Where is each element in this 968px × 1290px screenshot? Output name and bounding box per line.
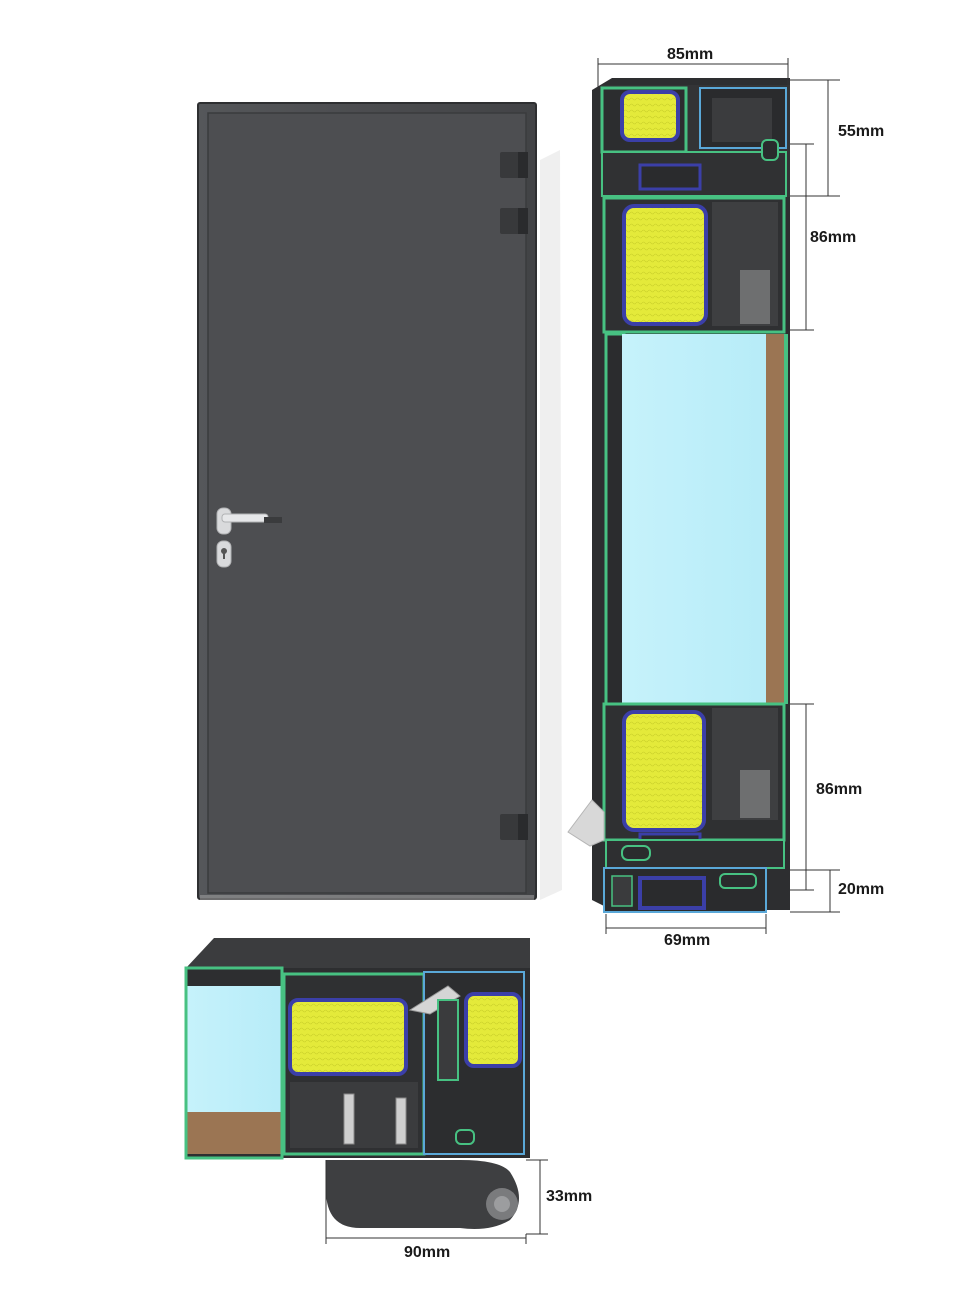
- dim-hinge-projection-label: 33mm: [546, 1188, 593, 1205]
- door-shadow: [540, 150, 562, 900]
- door-leaf: [207, 112, 527, 894]
- sash-bottom-insulation: [622, 710, 706, 832]
- lock-cylinder-icon: [216, 540, 232, 568]
- frame-insulation: [464, 992, 522, 1068]
- hinge-top-icon: [500, 152, 528, 178]
- sash-insulation: [288, 998, 408, 1076]
- dim-bottom-width-label: 69mm: [664, 932, 711, 949]
- glass-section: [186, 986, 282, 1112]
- glass-pane: [622, 334, 766, 704]
- hinge-bottom-icon: [500, 814, 528, 840]
- head-insulation: [620, 90, 680, 142]
- dim-sash-top-label: 86mm: [810, 229, 857, 246]
- dim-hinge-width-label: 90mm: [404, 1244, 451, 1261]
- vertical-section: [567, 78, 790, 913]
- door-handle-icon: [216, 507, 282, 535]
- hinge-middle-icon: [500, 208, 528, 234]
- dimension-lines: [325, 58, 840, 1244]
- dim-head-height-label: 55mm: [838, 123, 885, 140]
- hinge-section-icon: [326, 1160, 519, 1229]
- dim-frame-width-label: 85mm: [667, 46, 714, 63]
- door-elevation: [197, 102, 562, 900]
- dim-threshold-label: 20mm: [838, 881, 885, 898]
- horizontal-section: [184, 938, 530, 1229]
- dim-sash-bottom-label: 86mm: [816, 781, 863, 798]
- sash-top-insulation: [622, 204, 708, 326]
- weather-bar: [567, 799, 605, 847]
- glass-spacer: [766, 334, 784, 704]
